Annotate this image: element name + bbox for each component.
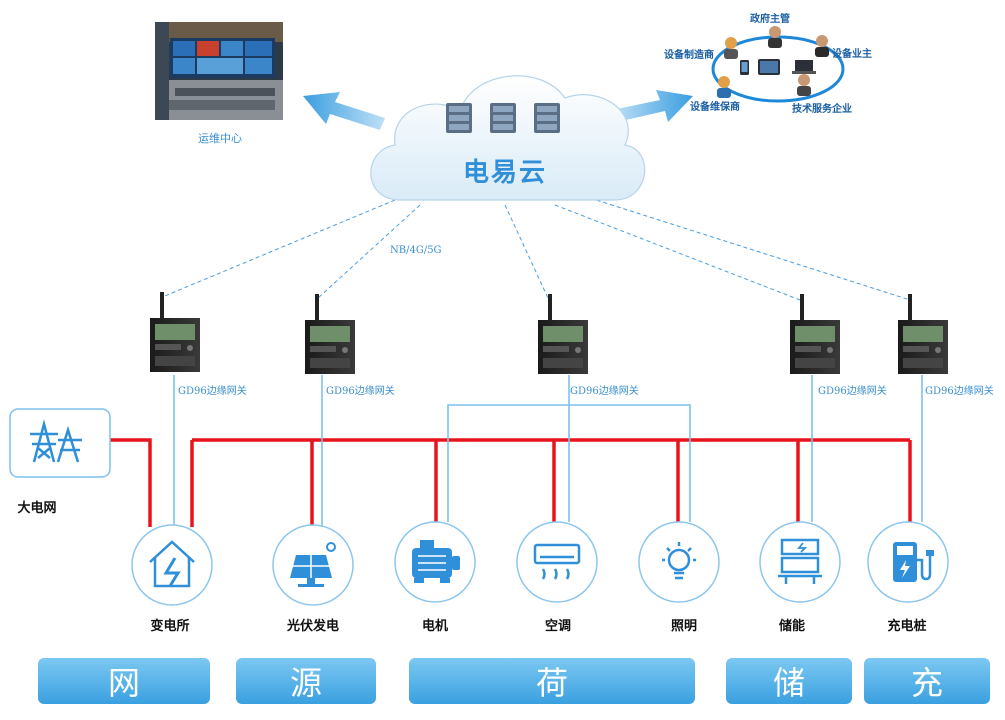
gateway-device bbox=[305, 294, 355, 374]
person-icon bbox=[815, 35, 829, 57]
gateway-label: GD96边缘网关 bbox=[326, 386, 395, 397]
person-icon bbox=[717, 76, 731, 98]
motor-icon bbox=[412, 540, 460, 583]
person-icon bbox=[797, 74, 811, 96]
node-label-solar: 光伏发电 bbox=[286, 619, 339, 634]
solar-panel-icon bbox=[290, 542, 336, 587]
cloud-label: 电易云 bbox=[462, 158, 547, 188]
gateway-device bbox=[150, 292, 200, 372]
wireless-link bbox=[159, 199, 396, 299]
wireless-link bbox=[504, 204, 549, 299]
cloud-shape bbox=[370, 75, 646, 201]
wireless-link bbox=[554, 204, 801, 301]
arrow-to-stakeholders bbox=[612, 90, 693, 122]
server-icons bbox=[446, 103, 560, 133]
ops-center-label: 运维中心 bbox=[198, 132, 242, 145]
substation-icon bbox=[149, 540, 195, 588]
tablet-icon bbox=[758, 59, 780, 75]
node-circle bbox=[759, 521, 841, 603]
wireless-links bbox=[159, 197, 911, 301]
node-label-ac: 空调 bbox=[544, 619, 571, 634]
node-circle bbox=[638, 521, 720, 603]
wireless-link bbox=[317, 204, 421, 299]
wireless-link bbox=[589, 197, 911, 301]
gateway-device bbox=[538, 294, 588, 374]
gateway-label: GD96边缘网关 bbox=[178, 386, 247, 397]
light-bulb-icon bbox=[662, 542, 696, 580]
grid-label: 大电网 bbox=[17, 501, 57, 516]
stakeholder-tech-service: 技术服务企业 bbox=[792, 104, 852, 115]
energy-storage-icon bbox=[778, 538, 822, 584]
gateway-device bbox=[898, 294, 948, 374]
laptop-icon bbox=[792, 60, 816, 74]
gateway-device bbox=[790, 294, 840, 374]
category-tab-load: 荷 bbox=[409, 658, 695, 704]
ops-center-photo bbox=[155, 22, 283, 120]
person-icon bbox=[724, 37, 738, 59]
node-label-motor: 电机 bbox=[421, 619, 448, 634]
power-line-grid bbox=[110, 438, 152, 527]
person-icon bbox=[768, 26, 782, 48]
server-icon bbox=[534, 103, 560, 133]
category-tab-charging: 充 bbox=[864, 658, 990, 704]
node-label-storage: 储能 bbox=[778, 619, 805, 634]
transmission-tower-icon bbox=[30, 419, 82, 463]
stakeholder-gov: 政府主管 bbox=[750, 14, 790, 25]
stakeholder-owner: 设备业主 bbox=[832, 49, 872, 60]
gateway-label: GD96边缘网关 bbox=[925, 386, 994, 397]
stakeholder-manufacturer: 设备制造商 bbox=[664, 50, 714, 61]
server-icon bbox=[490, 103, 516, 133]
stakeholder-maintenance: 设备维保商 bbox=[690, 102, 740, 113]
data-lines bbox=[173, 375, 923, 528]
arrow-to-ops-center bbox=[303, 92, 385, 130]
grid-icon-box bbox=[9, 408, 111, 478]
server-icon bbox=[446, 103, 472, 133]
node-label-charging: 充电桩 bbox=[887, 619, 927, 634]
air-conditioner-icon bbox=[533, 543, 581, 580]
category-tab-grid: 网 bbox=[38, 658, 210, 704]
power-lines bbox=[110, 438, 912, 527]
node-label-substation: 变电所 bbox=[150, 619, 190, 634]
category-tab-storage: 储 bbox=[726, 658, 852, 704]
node-label-lighting: 照明 bbox=[670, 619, 697, 634]
charging-pile-icon bbox=[893, 542, 934, 582]
gateway-devices bbox=[150, 292, 948, 374]
gateway-label: GD96边缘网关 bbox=[818, 386, 887, 397]
phone-icon bbox=[740, 60, 749, 75]
gateway-label: GD96边缘网关 bbox=[570, 386, 639, 397]
category-tab-source: 源 bbox=[236, 658, 376, 704]
network-label: NB/4G/5G bbox=[390, 245, 442, 256]
stakeholder-ring bbox=[711, 26, 845, 103]
